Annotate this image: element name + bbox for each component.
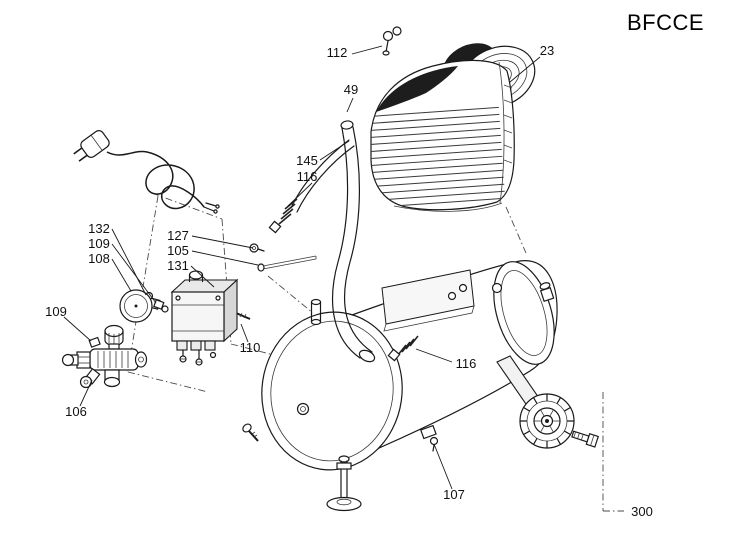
tank-stud [310, 298, 322, 326]
pin-105 [257, 255, 317, 272]
wheel [519, 393, 575, 449]
side-louvers [503, 84, 513, 164]
part-label-110: 110 [240, 340, 261, 355]
tank-hole [491, 282, 503, 294]
mounting-bracket [381, 269, 475, 332]
tank-right-cap [493, 261, 555, 365]
part-label-127: 127 [167, 228, 189, 243]
motor-pump-unit [370, 43, 536, 212]
gauge-assembly [119, 289, 169, 323]
part-label-49: 49 [344, 82, 358, 97]
shroud-top-band [376, 66, 458, 112]
part-label-109-a: 109 [88, 236, 110, 251]
part-label-112: 112 [327, 45, 348, 60]
part-label-105: 105 [167, 243, 189, 258]
fitting-127 [249, 243, 265, 253]
part-label-106: 106 [65, 404, 87, 419]
axle-bolt [571, 430, 600, 448]
pressure-gauge [119, 289, 153, 323]
part-label-132: 132 [88, 221, 110, 236]
part-label-116-b: 116 [456, 356, 477, 371]
pressure-switch [170, 270, 239, 366]
plug [73, 130, 110, 162]
power-cord [73, 130, 220, 214]
part-label-145: 145 [296, 153, 318, 168]
diagram-title: BFCCE [627, 10, 704, 35]
support-foot [326, 455, 362, 512]
wheel-treads [519, 393, 575, 449]
nut-109-left [88, 336, 101, 348]
front-plug [296, 402, 310, 416]
regulator-assembly [61, 324, 148, 389]
outlet-fitting-106 [79, 367, 101, 389]
part-label-23: 23 [540, 43, 554, 58]
part-label-108: 108 [88, 251, 110, 266]
leader-lines [63, 45, 541, 490]
part-label-300: 300 [631, 504, 653, 519]
spring-fitting-upper [268, 198, 298, 234]
nut-109 [153, 299, 165, 310]
part-label-116-a: 116 [297, 169, 318, 184]
motor-shroud [370, 59, 515, 211]
cable [106, 150, 205, 210]
handle-tube [332, 120, 376, 363]
part-label-107: 107 [443, 487, 465, 502]
wheel-spokes [534, 409, 560, 433]
part-label-109-b: 109 [45, 304, 67, 319]
tank-screw [242, 423, 259, 442]
part-label-131: 131 [167, 258, 189, 273]
air-tank [261, 260, 558, 471]
safety-valve [539, 282, 555, 303]
spring-fitting-lower [387, 335, 419, 362]
intake-valve [382, 26, 402, 56]
part-labels: 112 23 49 145 116 127 105 131 132 109 10… [45, 43, 653, 519]
